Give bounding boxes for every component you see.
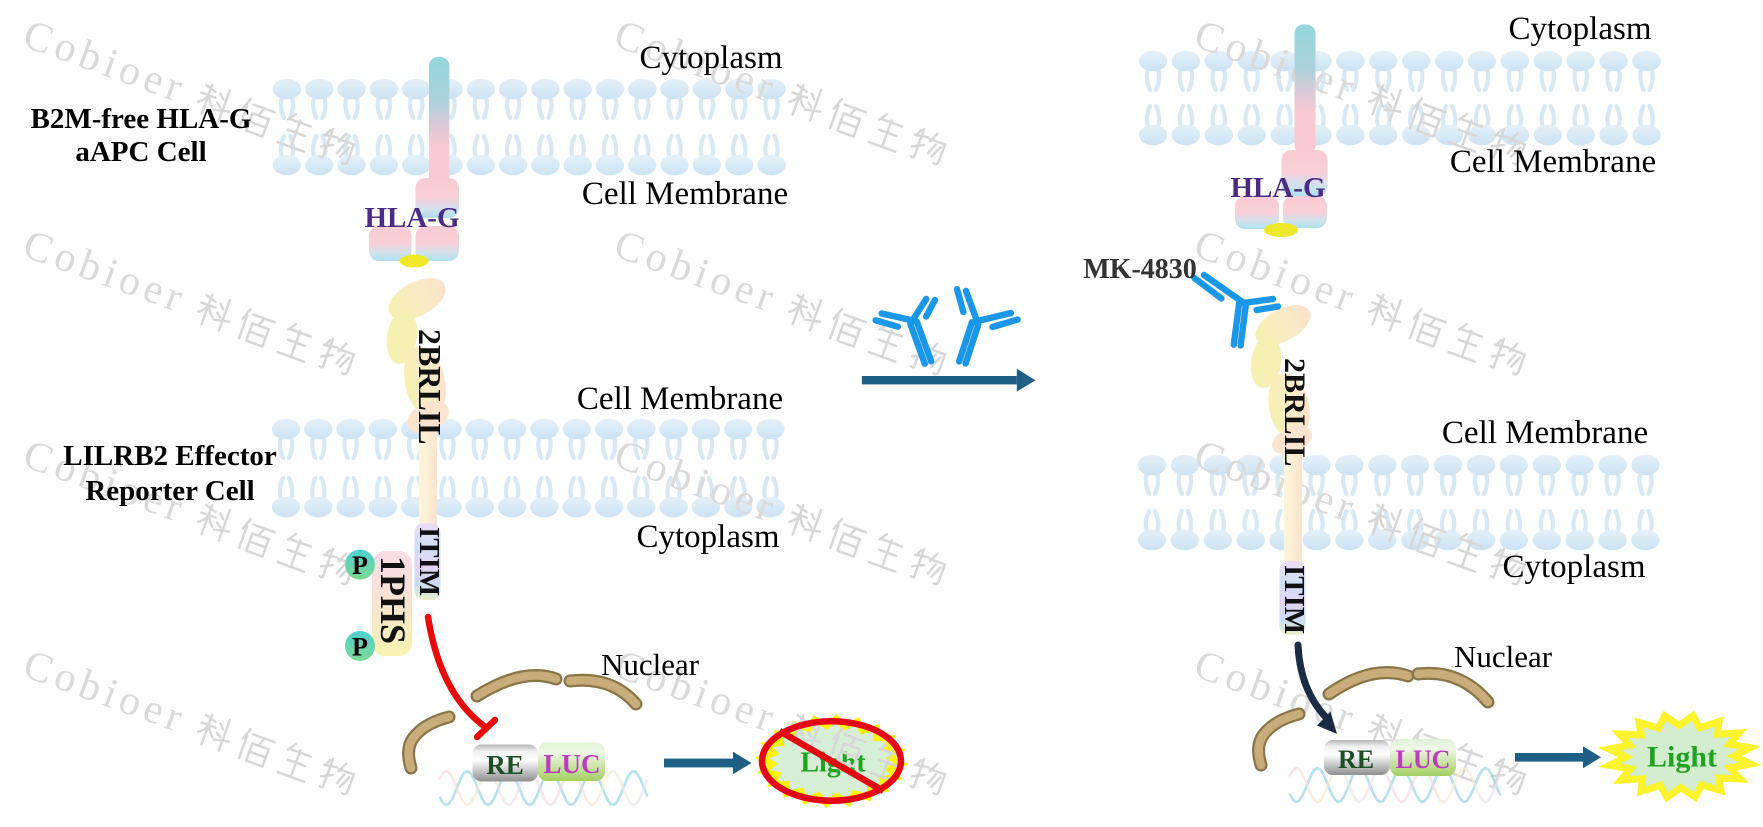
svg-text:LILRB2 Effector: LILRB2 Effector: [63, 440, 277, 472]
svg-text:P: P: [352, 633, 368, 662]
svg-text:Cell Membrane: Cell Membrane: [1450, 144, 1656, 180]
svg-text:Nuclear: Nuclear: [601, 647, 700, 682]
svg-text:2BRLIL: 2BRLIL: [412, 329, 448, 445]
svg-text:Cell Membrane: Cell Membrane: [1442, 415, 1648, 451]
svg-text:LUC: LUC: [1396, 745, 1451, 774]
svg-text:Cytoplasm: Cytoplasm: [636, 519, 779, 555]
svg-text:ITIM: ITIM: [413, 527, 445, 596]
svg-text:aAPC Cell: aAPC Cell: [75, 136, 206, 168]
svg-text:MK-4830: MK-4830: [1083, 254, 1197, 285]
svg-text:Reporter Cell: Reporter Cell: [85, 475, 254, 507]
svg-text:Cytoplasm: Cytoplasm: [1508, 11, 1651, 47]
svg-text:HLA-G: HLA-G: [364, 202, 459, 234]
svg-text:RE: RE: [1338, 745, 1374, 774]
svg-text:Cell Membrane: Cell Membrane: [582, 176, 788, 212]
svg-text:Cytoplasm: Cytoplasm: [1502, 549, 1645, 585]
svg-text:Cell Membrane: Cell Membrane: [577, 381, 783, 417]
svg-text:Light: Light: [1647, 741, 1717, 774]
svg-text:Nuclear: Nuclear: [1454, 639, 1553, 674]
svg-text:LUC: LUC: [543, 749, 600, 779]
svg-text:HLA-G: HLA-G: [1230, 172, 1325, 204]
svg-text:ITIM: ITIM: [1278, 565, 1310, 634]
svg-text:P: P: [352, 551, 368, 580]
svg-text:RE: RE: [486, 750, 524, 780]
svg-text:1PHS: 1PHS: [373, 556, 413, 644]
svg-text:B2M-free HLA-G: B2M-free HLA-G: [31, 103, 252, 135]
svg-text:2BRLIL: 2BRLIL: [1278, 358, 1311, 466]
svg-text:Cytoplasm: Cytoplasm: [639, 40, 782, 76]
